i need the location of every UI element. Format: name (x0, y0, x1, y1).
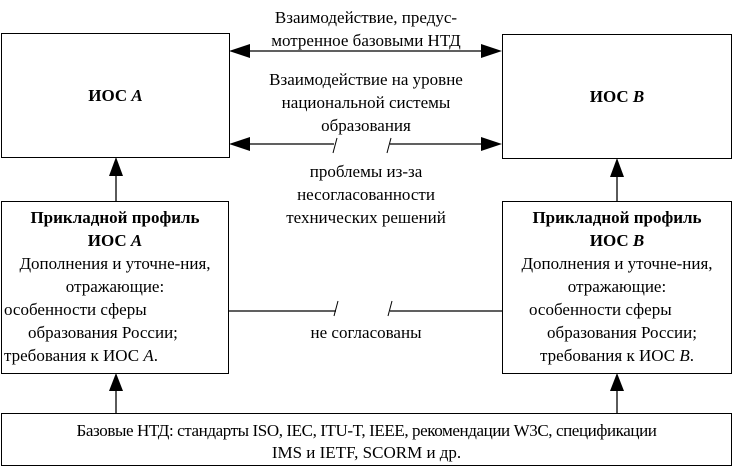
profile-b-title: Прикладной профиль (532, 208, 702, 227)
profile-b-subtitle: ИОС B (589, 231, 645, 250)
base-line1: Базовые НТД: стандарты ISO, IEC, ITU-T, … (76, 421, 657, 440)
profile-b-line1: Дополнения и уточне-ния, (521, 254, 713, 273)
break-mark (332, 137, 338, 154)
profile-a-line1: Дополнения и уточне-ния, (19, 254, 211, 273)
profile-a-box: Прикладной профиль ИОС A Дополнения и ут… (1, 201, 229, 374)
label-mid-line2: национальной системы (281, 93, 451, 112)
profile-b-line2: отражающие: (567, 277, 667, 296)
label-prob-line1: проблемы из-за (309, 162, 423, 181)
ios-a-box: ИОС A (1, 33, 230, 158)
break-mark (333, 300, 339, 317)
break-mark (386, 137, 392, 154)
profile-a-subtitle: ИОС A (87, 231, 143, 250)
label-problems: проблемы из-за несогласованности техниче… (230, 160, 502, 229)
profile-a-line5: требования к ИОС A. (4, 346, 158, 365)
profile-b-line4: образования России; (547, 323, 697, 342)
label-top-line2: мотренное базовыми НТД (271, 31, 461, 50)
ios-b-box: ИОС B (502, 34, 732, 159)
profile-a-line4: образования России; (28, 323, 178, 342)
profile-b-line3: особенности сферы (529, 300, 672, 319)
label-mid-line3: образования (321, 116, 411, 135)
profile-a-line3: особенности сферы (4, 300, 147, 319)
arrowhead-right (481, 137, 502, 151)
arrowhead-up (610, 373, 624, 391)
break-mark (387, 300, 393, 317)
label-not-agreed-text: не согласованы (310, 323, 422, 342)
label-mid-line1: Взаимодействие на уровне (269, 70, 463, 89)
label-not-agreed: не согласованы (230, 321, 502, 344)
ios-b-title: ИОС B (589, 86, 645, 106)
label-national-interaction: Взаимодействие на уровне национальной си… (230, 68, 502, 137)
arrowhead-left (229, 44, 250, 58)
profile-b-line5: требования к ИОС B. (540, 346, 694, 365)
label-top-interaction: Взаимодействие, предус- мотренное базовы… (230, 6, 502, 52)
label-prob-line3: технических решений (286, 208, 446, 227)
arrowhead-up (109, 373, 123, 391)
arrowhead-left (229, 137, 250, 151)
base-standards-box: Базовые НТД: стандарты ISO, IEC, ITU-T, … (1, 413, 732, 466)
profile-b-box: Прикладной профиль ИОС B Дополнения и ут… (502, 201, 732, 374)
arrowhead-up (610, 158, 624, 177)
arrowhead-right (481, 44, 502, 58)
profile-a-title: Прикладной профиль (30, 208, 200, 227)
profile-a-line2: отражающие: (65, 277, 165, 296)
arrowhead-up (109, 157, 123, 176)
label-top-line1: Взаимодействие, предус- (274, 8, 458, 27)
ios-a-title: ИОС A (88, 85, 143, 105)
base-line2: IMS и IETF, SCORM и др. (271, 443, 462, 462)
label-prob-line2: несогласованности (297, 185, 435, 204)
